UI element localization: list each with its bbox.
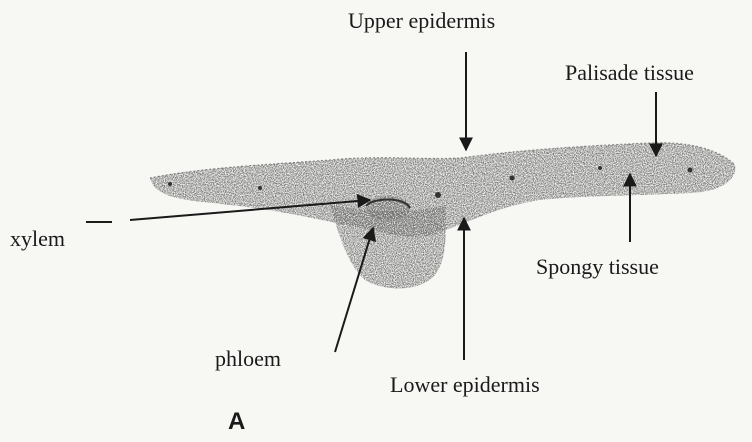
phloem-label: phloem [215, 348, 281, 370]
figure-letter: A [228, 408, 245, 436]
xylem-label: xylem [10, 228, 65, 250]
xylem-bundle [366, 196, 410, 220]
spongy-tissue-label: Spongy tissue [536, 256, 659, 278]
palisade-tissue-label: Palisade tissue [565, 62, 694, 84]
lower-epidermis-label: Lower epidermis [390, 374, 540, 396]
upper-epidermis-label: Upper epidermis [348, 10, 495, 32]
